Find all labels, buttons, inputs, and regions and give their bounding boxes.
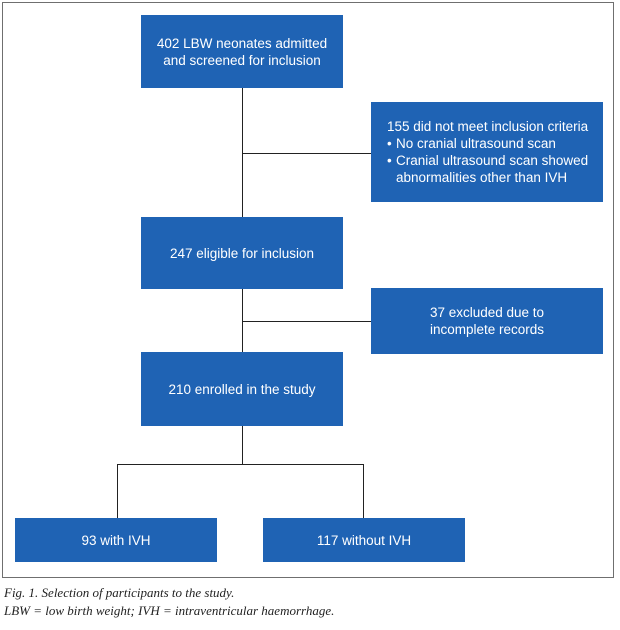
exclusion-reasons-list: • No cranial ultrasound scan • Cranial u… [387,135,593,186]
figure-frame [2,2,614,578]
box-without-ivh: 117 without IVH [263,518,465,562]
connector-admitted-to-eligible [242,88,243,217]
box-admitted-line1: 402 LBW neonates admitted [156,35,328,51]
box-excluded-line1: 37 excluded due to [429,305,545,320]
exclusion-reason-item: • Cranial ultrasound scan showed abnorma… [387,152,593,186]
connector-enrolled-down [242,426,243,464]
connector-branch-excluded [242,321,371,322]
bullet-icon: • [387,136,392,151]
box-with-ivh: 93 with IVH [15,518,217,562]
figure-caption: Fig. 1. Selection of participants to the… [4,584,604,620]
box-admitted: 402 LBW neonates admitted and screened f… [141,15,343,88]
exclusion-reason-item: • No cranial ultrasound scan [387,135,593,152]
box-admitted-line2: and screened for inclusion [163,52,321,68]
connector-eligible-to-enrolled [242,289,243,352]
exclusion-reason-text: No cranial ultrasound scan [396,136,556,151]
box-not-meet-criteria: 155 did not meet inclusion criteria • No… [371,102,603,202]
box-excluded-line2: incomplete records [429,322,545,337]
box-excluded: 37 excluded due to incomplete records [371,288,603,354]
connector-to-without-ivh [363,464,364,518]
caption-line2: LBW = low birth weight; IVH = intraventr… [4,603,335,618]
box-eligible-text: 247 eligible for inclusion [169,245,315,261]
box-with-ivh-text: 93 with IVH [81,532,151,548]
caption-line1: Fig. 1. Selection of participants to the… [4,585,235,600]
connector-to-with-ivh [117,464,118,518]
exclusion-reason-text: Cranial ultrasound scan showed abnormali… [396,153,589,185]
box-enrolled: 210 enrolled in the study [141,352,343,426]
bullet-icon: • [387,153,392,168]
box-eligible: 247 eligible for inclusion [141,217,343,289]
box-enrolled-text: 210 enrolled in the study [168,381,316,397]
box-not-meet-title: 155 did not meet inclusion criteria [387,119,589,134]
connector-branch-not-meet [242,153,371,154]
box-without-ivh-text: 117 without IVH [316,532,412,548]
connector-split-horizontal [117,464,364,465]
